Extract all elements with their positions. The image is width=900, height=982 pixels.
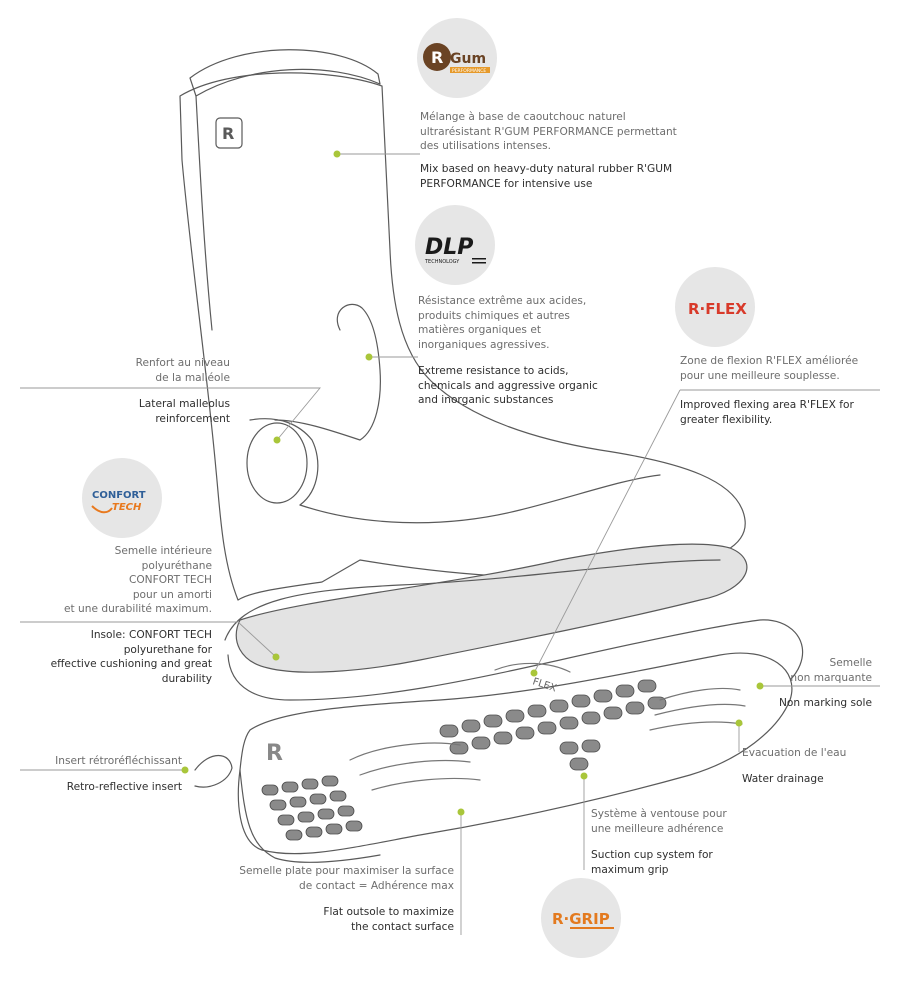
rflex-text-en: Improved flexing area R'FLEX for greater… — [680, 399, 854, 426]
r-flex-logo: R·FLEX — [675, 267, 755, 347]
confort-tech-logo: CONFORT TECH — [82, 458, 162, 538]
insole — [235, 543, 748, 673]
svg-text:R·FLEX: R·FLEX — [688, 300, 747, 318]
dlp-logo: DLP TECHNOLOGY — [415, 205, 495, 285]
insole-text-fr: Semelle intérieure polyuréthane CONFORT … — [64, 545, 212, 615]
suction-text-fr: Système à ventouse pour une meilleure ad… — [591, 808, 727, 835]
nonmarking-text-en: Non marking sole — [778, 697, 872, 709]
malleolus-text-en: Lateral malleolus reinforcement — [138, 398, 230, 425]
flatsole-text-fr: Semelle plate pour maximiser la surface … — [239, 865, 454, 892]
malleolus-bump — [274, 303, 381, 441]
svg-text:R: R — [431, 48, 443, 67]
anchor-dots — [181, 150, 764, 816]
drainage-text-fr: Evacuation de l'eau — [742, 747, 847, 759]
drainage-text-en: Water drainage — [742, 773, 824, 785]
heel-brand-mark: R — [266, 741, 283, 766]
shaft-logo-patch — [215, 117, 243, 149]
flatsole-text-en: Flat outsole to maximize the contact sur… — [323, 906, 454, 933]
rflex-text-fr: Zone de flexion R'FLEX améliorée pour un… — [680, 355, 859, 382]
r-grip-logo: R·GRIP — [541, 878, 621, 958]
svg-text:PERFORMANCE: PERFORMANCE — [452, 68, 486, 74]
insole-text-en: Insole: CONFORT TECH polyurethane for ef… — [50, 629, 212, 685]
leader-lines — [20, 153, 880, 935]
shaft-brand-mark: R — [222, 124, 234, 143]
svg-text:DLP: DLP — [425, 235, 473, 260]
malleolus-text-fr: Renfort au niveau de la malléole — [135, 357, 230, 384]
insert-text-en: Retro-reflective insert — [66, 781, 182, 793]
svg-text:TECH: TECH — [112, 502, 142, 513]
dlp-text-fr: Résistance extrême aux acides, produits … — [418, 295, 587, 351]
rgum-text-en: Mix based on heavy-duty natural rubber R… — [420, 163, 673, 190]
boot-shaft-rim — [189, 49, 381, 97]
svg-text:R·GRIP: R·GRIP — [552, 910, 610, 928]
svg-text:Gum: Gum — [450, 51, 486, 67]
retro-insert — [194, 754, 233, 788]
svg-text:TECHNOLOGY: TECHNOLOGY — [424, 259, 460, 265]
rgum-text-fr: Mélange à base de caoutchouc naturel ult… — [420, 111, 677, 152]
nonmarking-text-fr: Semelle non marquante — [790, 657, 872, 684]
suction-text-en: Suction cup system for maximum grip — [591, 849, 713, 876]
svg-text:CONFORT: CONFORT — [92, 490, 146, 501]
r-gum-logo: R Gum PERFORMANCE — [417, 18, 497, 98]
dlp-text-en: Extreme resistance to acids, chemicals a… — [418, 365, 598, 406]
insert-text-fr: Insert rétroréfléchissant — [55, 755, 182, 767]
